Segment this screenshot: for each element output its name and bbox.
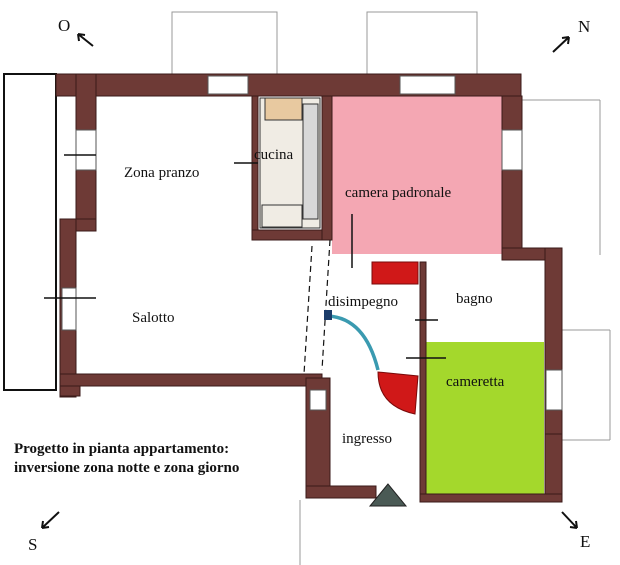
room-label-cucina: cucina xyxy=(254,147,294,163)
interior-marks xyxy=(44,154,446,359)
balcony xyxy=(3,73,57,391)
red-fixtures xyxy=(371,261,419,415)
caption-line-1: Progetto in pianta appartamento: xyxy=(14,441,230,457)
room-label-ingresso: ingresso xyxy=(342,431,392,447)
room-label-disimpegno: disimpegno xyxy=(328,294,398,310)
compass-label-southeast: E xyxy=(580,532,591,551)
room-label-salotto: Salotto xyxy=(132,310,175,326)
room-label-cameretta: cameretta xyxy=(446,374,505,390)
dashed-partition xyxy=(303,239,331,375)
plan-caption: Progetto in pianta appartamento: inversi… xyxy=(14,440,239,478)
room-label-zona-pranzo: Zona pranzo xyxy=(124,165,200,181)
room-label-bagno: bagno xyxy=(456,291,493,307)
camera-padronale-fill xyxy=(332,96,502,254)
compass-label-northeast: N xyxy=(578,17,591,36)
kitchen-counter xyxy=(259,97,321,229)
door-swing xyxy=(327,314,380,371)
caption-line-2: inversione zona notte e zona giorno xyxy=(14,460,240,476)
compass-label-northwest: O xyxy=(58,16,71,35)
room-label-camera-padronale: camera padronale xyxy=(345,185,452,201)
entrance-triangle xyxy=(368,483,408,507)
door-hinge xyxy=(324,310,332,320)
cameretta-fill xyxy=(424,342,544,494)
compass-label-southwest: S xyxy=(28,535,38,554)
compass-arrows xyxy=(41,33,578,529)
